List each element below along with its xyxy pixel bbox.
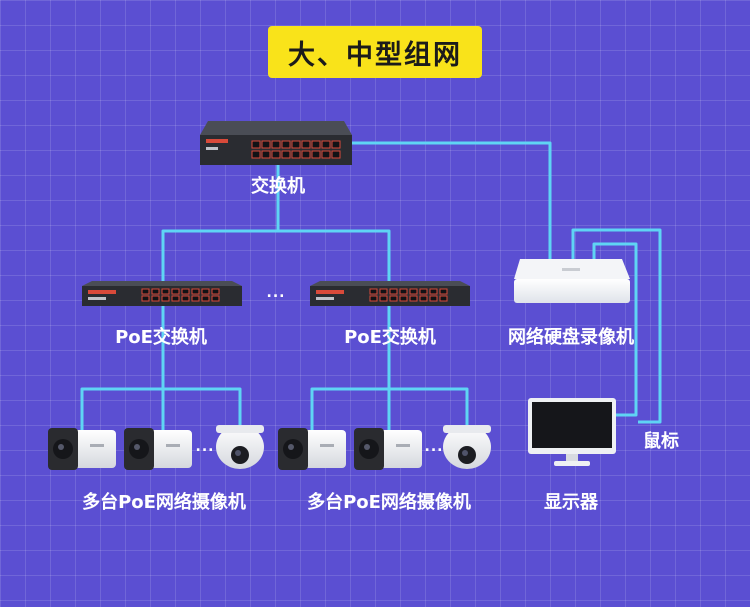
bullet-camera-4 — [354, 428, 422, 470]
nvr-device — [514, 259, 630, 303]
bullet-camera-3 — [278, 428, 346, 470]
link-nvr-to-monitor — [571, 228, 662, 424]
switches-ellipsis: ... — [266, 285, 286, 301]
nvr-label: 网络硬盘录像机 — [508, 327, 634, 348]
monitor-label: 显示器 — [544, 492, 598, 513]
monitor-device — [528, 398, 616, 466]
cameras-left-ellipsis: ... — [195, 439, 215, 455]
bullet-camera-1 — [48, 428, 116, 470]
dome-camera-right — [443, 425, 491, 469]
mouse-label: 鼠标 — [643, 431, 679, 452]
cameras-right-label: 多台PoE网络摄像机 — [307, 492, 471, 513]
connection-lines — [80, 141, 662, 430]
link-nvr-to-mouse — [592, 242, 638, 417]
poe-switch-left-device — [82, 281, 242, 306]
diagram-title: 大、中型组网 — [268, 26, 482, 78]
link-core-to-nvr — [352, 141, 552, 262]
core-switch-device — [200, 121, 352, 165]
link-bus-poe — [161, 229, 391, 282]
dome-camera-left — [216, 425, 264, 469]
cameras-left-label: 多台PoE网络摄像机 — [82, 492, 246, 513]
link-bus-cam-left — [80, 387, 242, 430]
poe-switch-left-label: PoE交换机 — [115, 327, 207, 348]
cameras-right-ellipsis: ... — [424, 439, 444, 455]
link-bus-cam-right — [310, 387, 469, 430]
poe-switch-right-device — [310, 281, 470, 306]
core-switch-label: 交换机 — [251, 176, 305, 197]
poe-switch-right-label: PoE交换机 — [344, 327, 436, 348]
bullet-camera-2 — [124, 428, 192, 470]
